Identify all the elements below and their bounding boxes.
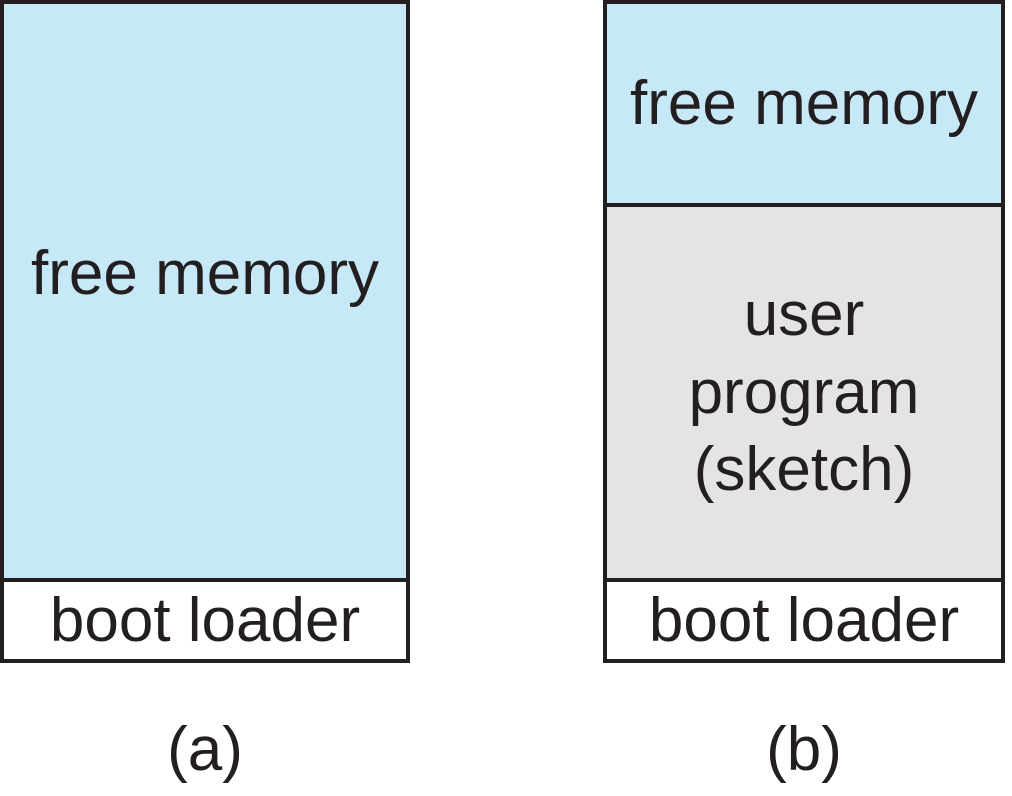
panel-b-free-memory-segment: free memory bbox=[607, 4, 1001, 203]
panel-a-free-memory-label: free memory bbox=[31, 239, 379, 309]
user-program-line-2: program bbox=[688, 357, 920, 427]
panel-a-boot-loader-segment: boot loader bbox=[4, 578, 406, 659]
user-program-line-3: (sketch) bbox=[693, 435, 915, 505]
panel-a-caption: (a) bbox=[167, 714, 243, 784]
panel-a-free-memory-segment: free memory bbox=[4, 4, 406, 578]
panel-b: free memory user program (sketch) boot l… bbox=[603, 0, 1005, 663]
panel-b-boot-loader-label: boot loader bbox=[648, 585, 960, 655]
user-program-line-1: user bbox=[743, 280, 865, 350]
panel-b-user-program-label: user program (sketch) bbox=[689, 276, 920, 509]
panel-b-free-memory-label: free memory bbox=[630, 68, 978, 138]
panel-b-user-program-segment: user program (sketch) bbox=[607, 203, 1001, 578]
panel-b-caption: (b) bbox=[766, 714, 842, 784]
panel-b-boot-loader-segment: boot loader bbox=[607, 578, 1001, 659]
panel-a-boot-loader-label: boot loader bbox=[49, 585, 361, 655]
panel-a: free memory boot loader bbox=[0, 0, 410, 663]
